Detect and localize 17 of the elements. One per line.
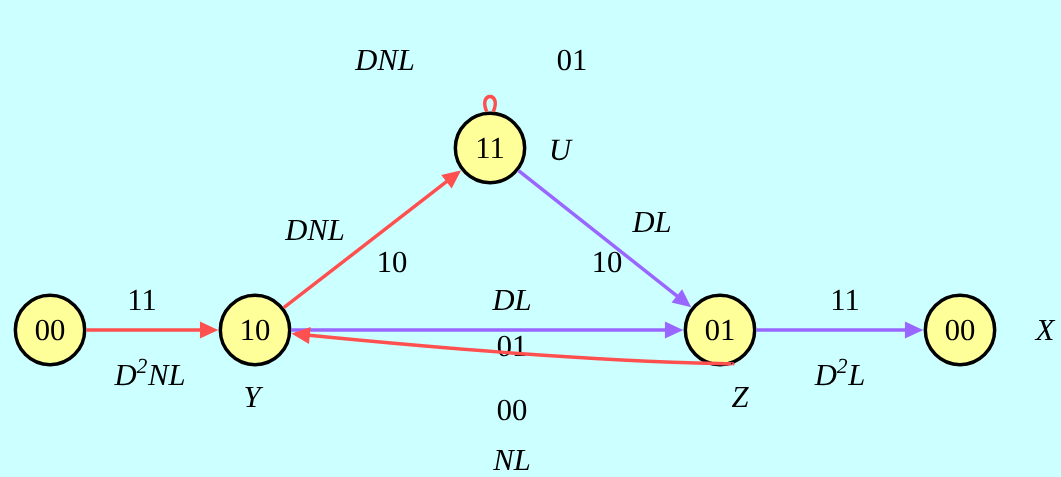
gain-label: DL [632,211,671,233]
edge-label: 11 [129,289,155,311]
gain-label: DNL [284,219,344,241]
edge-label: 00 [497,399,527,421]
gain-label: D$^{2}$L [814,358,864,386]
state-letter: Z [731,386,749,408]
edge-label: 10 [379,251,407,273]
state-letter: Y [245,386,264,408]
gain-label: NL [493,449,530,471]
edge-label: 01 [557,49,586,71]
gain-label: D$^{2}$NL [114,358,185,386]
gain-label: DNL [354,49,414,71]
edge-label: 10 [594,251,622,273]
state-letter: U [551,139,573,161]
gain-label: DL [492,289,531,311]
state-letter: X [1034,319,1056,341]
edge-label: 11 [832,289,858,311]
